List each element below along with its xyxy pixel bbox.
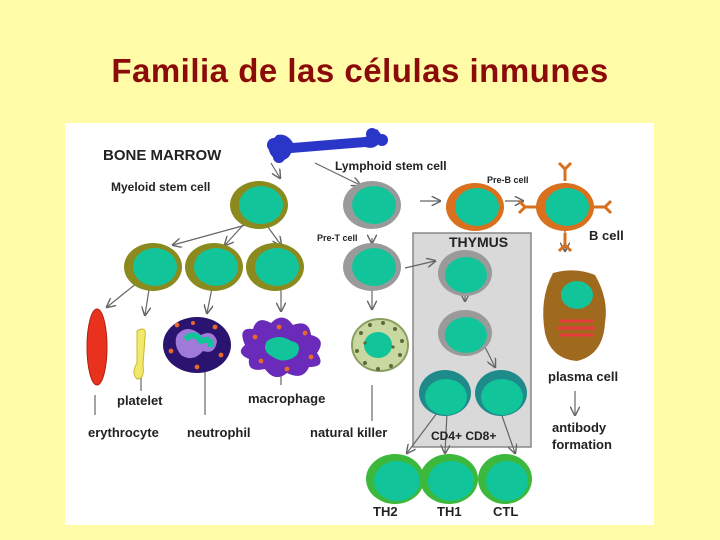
pre-t-cell xyxy=(343,243,401,291)
label-th2: TH2 xyxy=(373,504,398,519)
thymocyte-2 xyxy=(438,310,492,356)
lymphoid-stem-cell xyxy=(343,181,401,229)
immune-cell-diagram: BONE MARROW Lymphoid stem cell Myeloid s… xyxy=(86,128,624,519)
label-neutrophil: neutrophil xyxy=(187,425,251,440)
label-plasma-cell: plasma cell xyxy=(548,369,618,384)
label-natural-killer: natural killer xyxy=(310,425,387,440)
diagram-panel: BONE MARROW Lymphoid stem cell Myeloid s… xyxy=(65,123,654,525)
platelet-cell xyxy=(133,328,146,380)
label-erythrocyte: erythrocyte xyxy=(88,425,159,440)
label-macrophage: macrophage xyxy=(248,391,325,406)
slide-title: Familia de las células inmunes xyxy=(111,52,609,89)
label-bone-marrow: BONE MARROW xyxy=(103,147,222,164)
label-pre-b-cell: Pre-B cell xyxy=(487,175,529,185)
label-pre-t-cell: Pre-T cell xyxy=(317,233,358,243)
thymocyte-1 xyxy=(438,250,492,296)
b-cell xyxy=(517,161,613,253)
label-b-cell: B cell xyxy=(589,228,624,243)
bone-icon xyxy=(267,128,388,163)
label-th1: TH1 xyxy=(437,504,462,519)
natural-killer-cell xyxy=(351,318,409,372)
label-cd4-cd8: CD4+ CD8+ xyxy=(431,429,496,443)
myeloid-progenitor-2 xyxy=(185,243,243,291)
cd4-cell xyxy=(419,370,471,416)
label-antibody: antibody xyxy=(552,420,607,435)
label-myeloid-stem-cell: Myeloid stem cell xyxy=(111,180,210,194)
label-thymus: THYMUS xyxy=(449,234,508,250)
myeloid-progenitor-1 xyxy=(124,243,182,291)
myeloid-stem-cell xyxy=(230,181,288,229)
erythrocyte-cell xyxy=(86,308,108,386)
macrophage-cell xyxy=(240,317,321,378)
label-platelet: platelet xyxy=(117,393,163,408)
plasma-cell xyxy=(543,270,606,361)
th2-cell xyxy=(366,454,424,504)
label-lymphoid-stem-cell: Lymphoid stem cell xyxy=(335,159,447,173)
pre-b-cell xyxy=(446,183,504,231)
cd8-cell xyxy=(475,370,527,416)
myeloid-progenitor-3 xyxy=(246,243,304,291)
label-ctl: CTL xyxy=(493,504,518,519)
neutrophil-cell xyxy=(163,317,231,373)
th1-cell xyxy=(420,454,478,504)
label-formation: formation xyxy=(552,437,612,452)
ctl-cell xyxy=(478,454,532,504)
